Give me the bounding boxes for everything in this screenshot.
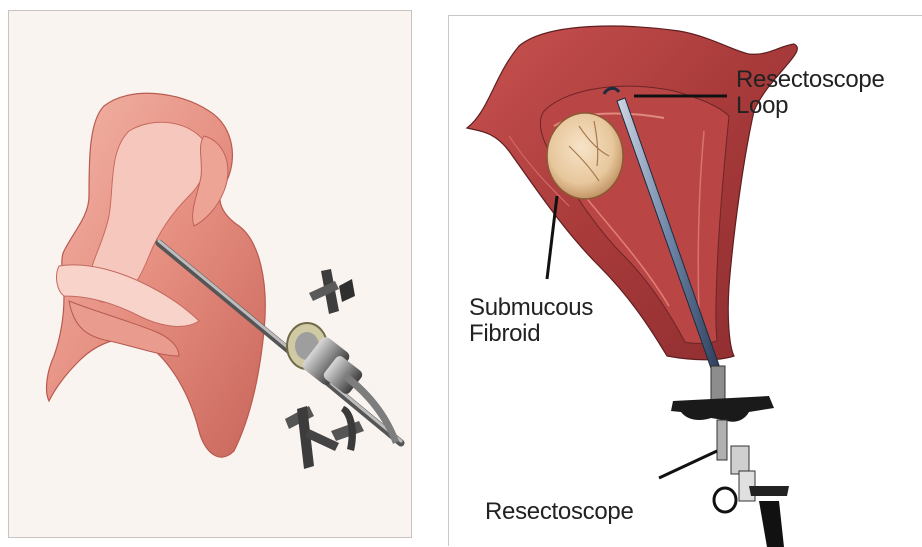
hysteroscope-body — [285, 269, 399, 469]
left-illustration-panel — [8, 10, 412, 538]
resectoscope-leader-line — [659, 451, 717, 478]
submucous-fibroid-label: Submucous Fibroid — [469, 295, 593, 347]
resectoscope-loop-label: Resectoscope Loop — [736, 67, 885, 119]
resectoscope-label: Resectoscope — [485, 499, 634, 525]
submucous-fibroid — [547, 113, 623, 199]
resectoscope-instrument — [671, 366, 789, 547]
hysteroscope-insertion-illustration — [9, 11, 413, 539]
right-illustration-panel: Resectoscope Loop Submucous Fibroid Rese… — [448, 15, 922, 546]
